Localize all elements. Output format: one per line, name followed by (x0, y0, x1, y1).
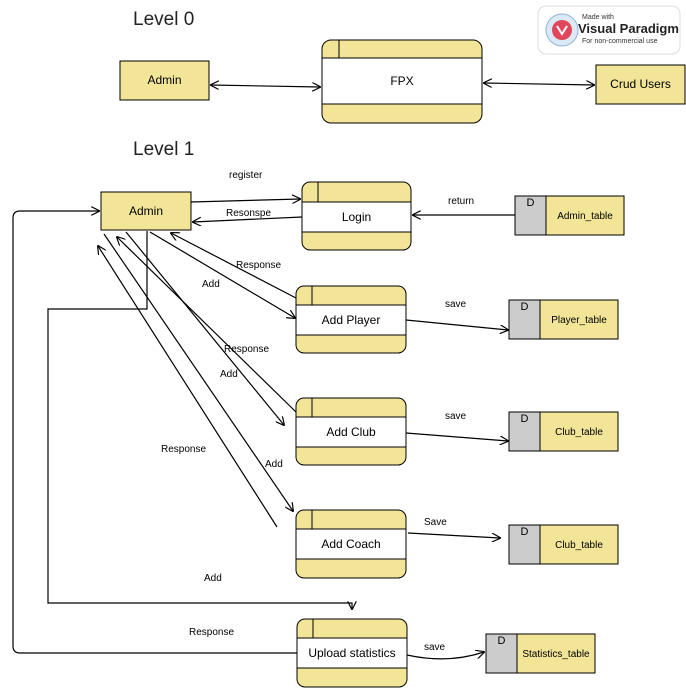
l0-flow-fpx-crud (484, 83, 594, 85)
flow-save-player-arrow (405, 319, 508, 330)
l1-entity-admin[interactable]: Admin (100, 191, 192, 231)
flow-save-club-arrow (405, 432, 508, 441)
datastore-club-table-2[interactable]: D Club_table (508, 524, 619, 565)
flow-register-label: register (229, 170, 263, 181)
l0-entity-admin[interactable]: Admin (119, 60, 210, 101)
l0-process-fpx-label: FPX (390, 74, 413, 88)
datastore-admin-table[interactable]: D Admin_table (514, 195, 625, 236)
datastore-statistics-table-label: Statistics_table (522, 649, 590, 660)
datastore-club-table-1-label: Club_table (555, 427, 603, 438)
l0-entity-crud-users-label: Crud Users (610, 77, 671, 91)
flow-save-player-label: save (445, 299, 467, 310)
flow-add-coach-arrow (103, 233, 293, 511)
watermark-line2: Visual Paradigm (578, 21, 679, 36)
flow-save-club-label: save (445, 411, 467, 422)
l1-entity-admin-label: Admin (129, 204, 163, 218)
flow-add-club-label: Add (220, 369, 238, 380)
flow-response-player-label: Response (236, 260, 281, 271)
flow-resonspe-label: Resonspe (226, 208, 271, 219)
level0-title: Level 0 (133, 9, 194, 30)
flow-add-upload-label: Add (204, 573, 222, 584)
datastore-club-table-1-id: D (521, 413, 529, 425)
datastore-statistics-table-id: D (498, 635, 506, 647)
process-upload-statistics-label: Upload statistics (308, 646, 395, 660)
process-add-club-label: Add Club (326, 425, 376, 439)
process-login-label: Login (342, 210, 371, 224)
flow-save-coach-arrow (407, 532, 500, 538)
process-upload-statistics[interactable]: Upload statistics (296, 618, 408, 688)
flow-response-upload-arrow (12, 211, 297, 654)
datastore-admin-table-id: D (527, 197, 535, 209)
flow-return-label: return (448, 196, 474, 207)
level1-title: Level 1 (133, 139, 194, 160)
flow-add-coach-label: Add (265, 459, 283, 470)
l0-process-fpx[interactable]: FPX (321, 39, 483, 124)
datastore-player-table[interactable]: D Player_table (508, 299, 619, 340)
flow-add-player-label: Add (202, 279, 220, 290)
visual-paradigm-logo-icon (545, 13, 579, 47)
flow-response-coach-arrow (98, 246, 278, 528)
datastore-statistics-table[interactable]: D Statistics_table (485, 633, 596, 674)
flow-resonspe-arrow (193, 216, 303, 222)
visual-paradigm-watermark: Made with Visual Paradigm For non-commer… (537, 5, 681, 55)
process-add-coach-label: Add Coach (321, 537, 380, 551)
datastore-player-table-label: Player_table (551, 315, 607, 326)
l0-flow-admin-fpx (211, 85, 320, 87)
flow-save-upload-label: save (424, 642, 446, 653)
datastore-player-table-id: D (521, 301, 529, 313)
process-add-club[interactable]: Add Club (295, 397, 407, 466)
process-add-player-label: Add Player (322, 313, 381, 327)
flow-response-coach-label: Response (161, 444, 206, 455)
datastore-club-table-2-label: Club_table (555, 540, 603, 551)
datastore-club-table-2-id: D (521, 526, 529, 538)
datastore-club-table-1[interactable]: D Club_table (508, 411, 619, 452)
watermark-line1: Made with (582, 14, 614, 21)
watermark-line3: For non-commercial use (582, 38, 658, 45)
flow-response-player-arrow (171, 233, 297, 299)
datastore-admin-table-label: Admin_table (557, 211, 613, 222)
flow-register-arrow (190, 199, 300, 202)
l0-entity-crud-users[interactable]: Crud Users (595, 64, 686, 105)
l0-entity-admin-label: Admin (147, 73, 181, 87)
process-add-coach[interactable]: Add Coach (295, 509, 407, 579)
flow-add-player-arrow (149, 231, 295, 318)
process-login[interactable]: Login (301, 181, 412, 251)
flow-response-club-label: Response (224, 344, 269, 355)
flow-save-coach-label: Save (424, 517, 447, 528)
flow-save-upload-arrow (406, 652, 484, 660)
process-add-player[interactable]: Add Player (295, 285, 407, 354)
flow-add-upload-arrow (47, 231, 352, 609)
flow-add-club-arrow (125, 231, 284, 425)
flow-response-upload-label: Response (189, 627, 234, 638)
